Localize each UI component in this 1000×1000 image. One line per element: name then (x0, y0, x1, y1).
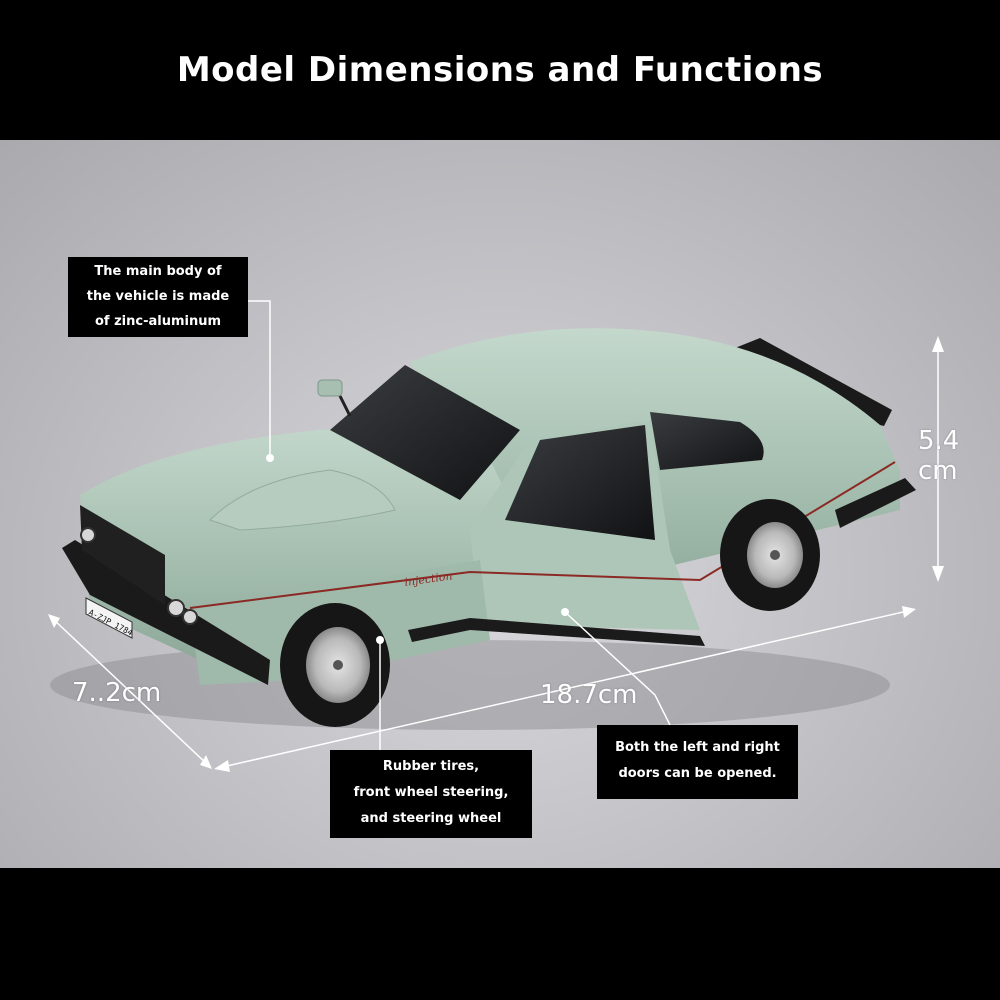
width-arrow-line (51, 617, 209, 766)
callout-doors-line-2: doors can be opened. (618, 766, 777, 781)
width-arrow-top (48, 614, 60, 628)
hood-scoop (209, 469, 396, 531)
rear-bumper (835, 478, 916, 528)
height-value: 5.4 (918, 426, 960, 456)
height-arrow-bottom (932, 566, 944, 582)
side-mirror (317, 379, 343, 397)
car-illustration: injection A-ZJP 1784 (48, 300, 944, 772)
length-arrow-right (902, 606, 916, 618)
rear-wheel (720, 499, 820, 611)
length-arrow-line (217, 609, 913, 769)
height-label: 5.4 cm (918, 426, 959, 486)
callout-tires-line-1: Rubber tires, (382, 759, 480, 774)
license-plate (85, 597, 133, 639)
height-arrow-top (932, 336, 944, 352)
callout-tires-line-3: and steering wheel (360, 811, 502, 826)
header-band: Model Dimensions and Functions (0, 0, 1000, 140)
page-title: Model Dimensions and Functions (176, 50, 824, 90)
rear-window (650, 412, 764, 470)
callout-body-line-3: of zinc-aluminum (94, 314, 222, 329)
rub-strip (408, 618, 705, 646)
door-window-frame (505, 425, 655, 540)
callout-tires: Rubber tires, front wheel steering, and … (330, 750, 532, 838)
length-arrow-left (214, 760, 230, 772)
front-wheel (280, 603, 390, 727)
leader-body (248, 300, 271, 458)
leader-doors-dot (561, 608, 569, 616)
leader-tires-dot (376, 636, 384, 644)
headlight-right (167, 599, 185, 617)
length-label: 18.7cm (540, 680, 638, 710)
callout-body-line-2: the vehicle is made (86, 289, 230, 304)
leader-body-dot (266, 454, 274, 462)
headlight-right-inner (182, 609, 198, 625)
callout-tires-line-2: front wheel steering, (353, 785, 509, 800)
callout-doors: Both the left and right doors can be ope… (597, 725, 798, 799)
width-arrow-bottom (200, 755, 212, 769)
width-label: 7..2cm (72, 678, 162, 708)
callout-body-material: The main body of the vehicle is made of … (68, 257, 248, 337)
mirror-arm (338, 395, 352, 417)
footer-band (0, 868, 1000, 1000)
height-unit: cm (918, 456, 958, 486)
front-bumper (62, 540, 270, 685)
windshield (330, 365, 520, 500)
grille (80, 505, 165, 605)
car-shadow (50, 640, 890, 730)
callout-body-line-1: The main body of (94, 264, 222, 279)
callout-doors-line-1: Both the left and right (615, 740, 780, 755)
leader-doors (564, 611, 671, 726)
product-photo: injection A-ZJP 1784 (0, 140, 1000, 868)
headlight-left (80, 527, 96, 543)
